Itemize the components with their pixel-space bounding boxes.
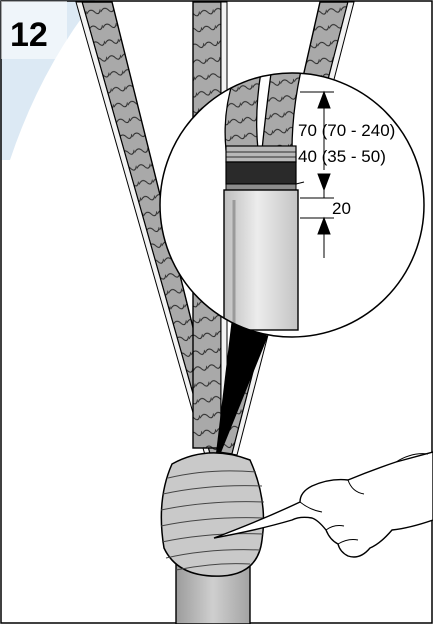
- sleeve-band-dark: [225, 161, 297, 185]
- detail-circle: [159, 72, 425, 338]
- step-badge: 12: [1, 1, 67, 59]
- sleeve-band-top: [225, 145, 297, 163]
- dimension-label-upper: 70 (70 - 240): [298, 121, 395, 140]
- dimension-markers: [295, 90, 334, 258]
- step-number: 12: [10, 16, 48, 54]
- sleeve-tube: [223, 189, 299, 331]
- dimension-label-middle: 40 (35 - 50): [298, 147, 386, 166]
- tape-bundle: [160, 452, 265, 577]
- hand-illustration: [213, 451, 433, 558]
- dimension-label-lower: 20: [332, 199, 351, 218]
- detail-pointer: [214, 318, 268, 470]
